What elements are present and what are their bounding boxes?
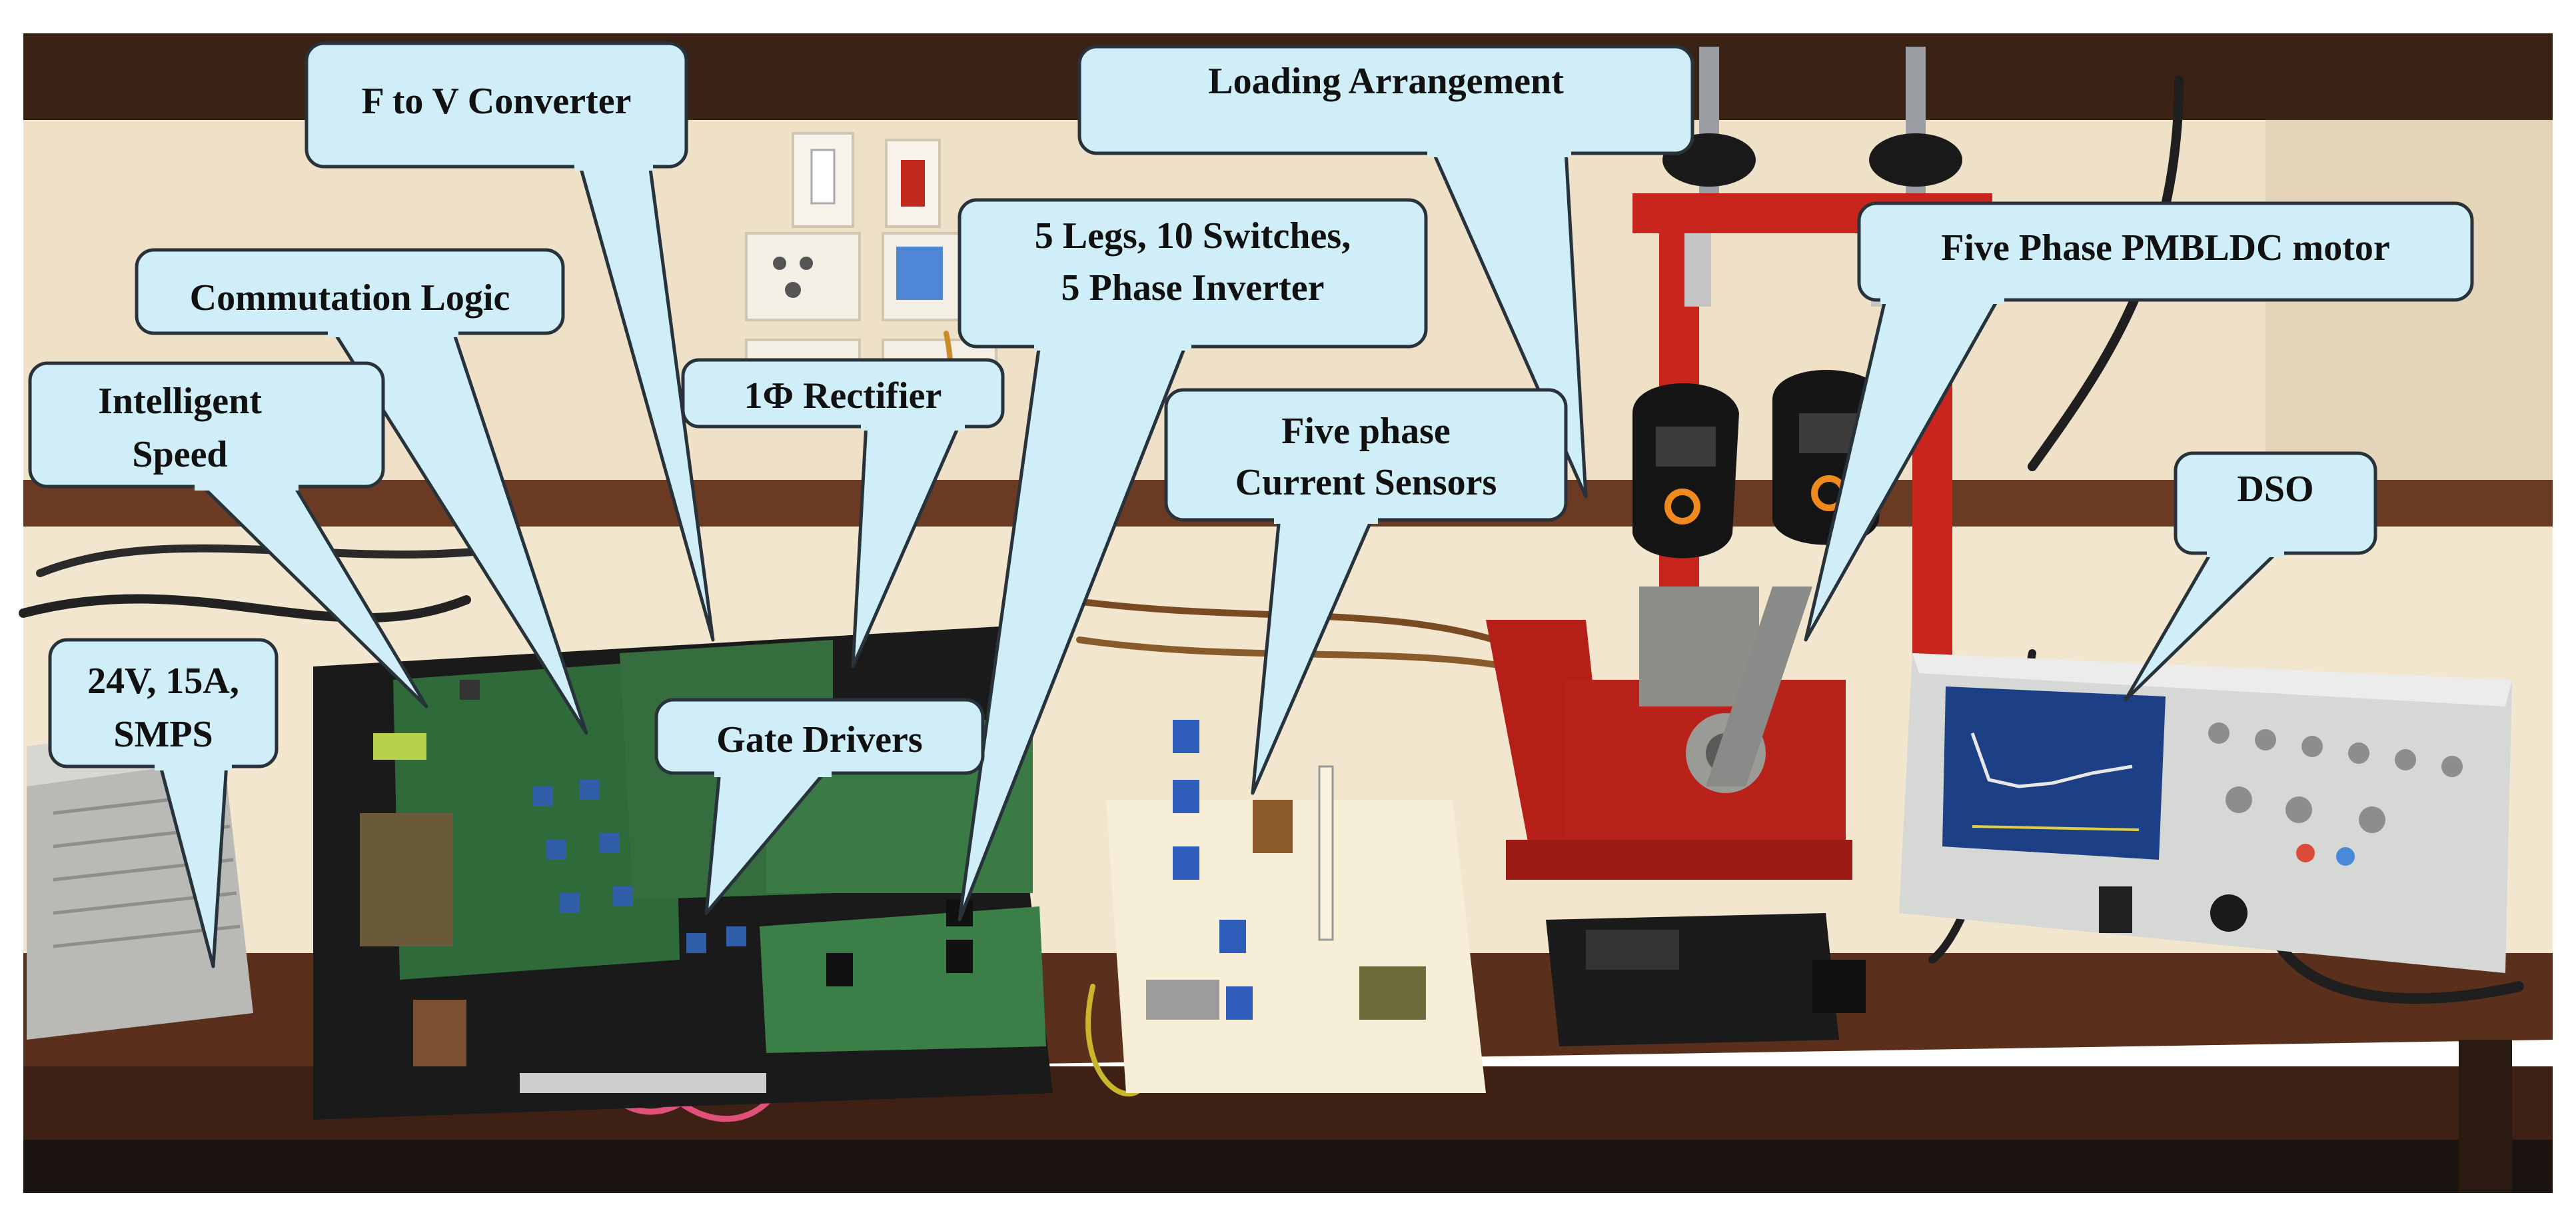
- callout-label-current-sensors-line1: Five phase: [1281, 411, 1451, 452]
- callout-inverter: 5 Legs, 10 Switches, 5 Phase Inverter: [958, 198, 1428, 922]
- callout-label-inverter-line2: 5 Phase Inverter: [1061, 267, 1324, 309]
- spring-scale-icon: [1632, 383, 1739, 559]
- callout-label-f-to-v-converter: F to V Converter: [362, 81, 632, 122]
- callout-label-rectifier: 1Φ Rectifier: [744, 375, 942, 417]
- callout-label-intelligent-speed-line1: Intelligent: [98, 381, 262, 422]
- callout-intelligent-speed-controller: Intelligent Speed: [28, 361, 428, 708]
- callout-label-inverter-line1: 5 Legs, 10 Switches,: [1035, 215, 1351, 257]
- callout-label-dso: DSO: [2237, 469, 2313, 510]
- callout-commutation-logic: Commutation Logic: [135, 248, 588, 735]
- callout-gate-drivers: Gate Drivers: [654, 698, 985, 915]
- current-sensor-board: [1106, 720, 1486, 1093]
- callout-label-smps-line1: 24V, 15A,: [87, 660, 239, 702]
- callout-rectifier: 1Φ Rectifier: [681, 358, 1005, 668]
- callout-f-to-v-converter: F to V Converter: [305, 41, 715, 642]
- callout-label-current-sensors-line2: Current Sensors: [1235, 462, 1497, 503]
- oscilloscope-icon: [1899, 653, 2512, 973]
- tachometer: [1546, 913, 1866, 1046]
- callout-label-commutation-logic: Commutation Logic: [190, 277, 510, 319]
- callout-dso: DSO: [2124, 451, 2377, 702]
- callout-five-phase-motor: Five Phase PMBLDC motor: [1804, 201, 2474, 642]
- callout-label-smps-line2: SMPS: [113, 714, 213, 755]
- callout-smps: 24V, 15A, SMPS: [48, 638, 279, 968]
- callout-current-sensors: Five phase Current Sensors: [1164, 388, 1568, 795]
- callout-label-gate-drivers: Gate Drivers: [716, 719, 922, 760]
- callout-label-loading-arrangement: Loading Arrangement: [1208, 61, 1564, 102]
- callout-label-five-phase-motor: Five Phase PMBLDC motor: [1941, 227, 2389, 269]
- wall-switch-board: [745, 132, 997, 375]
- floor: [23, 1140, 2553, 1193]
- callout-label-intelligent-speed-line2: Speed: [132, 434, 227, 475]
